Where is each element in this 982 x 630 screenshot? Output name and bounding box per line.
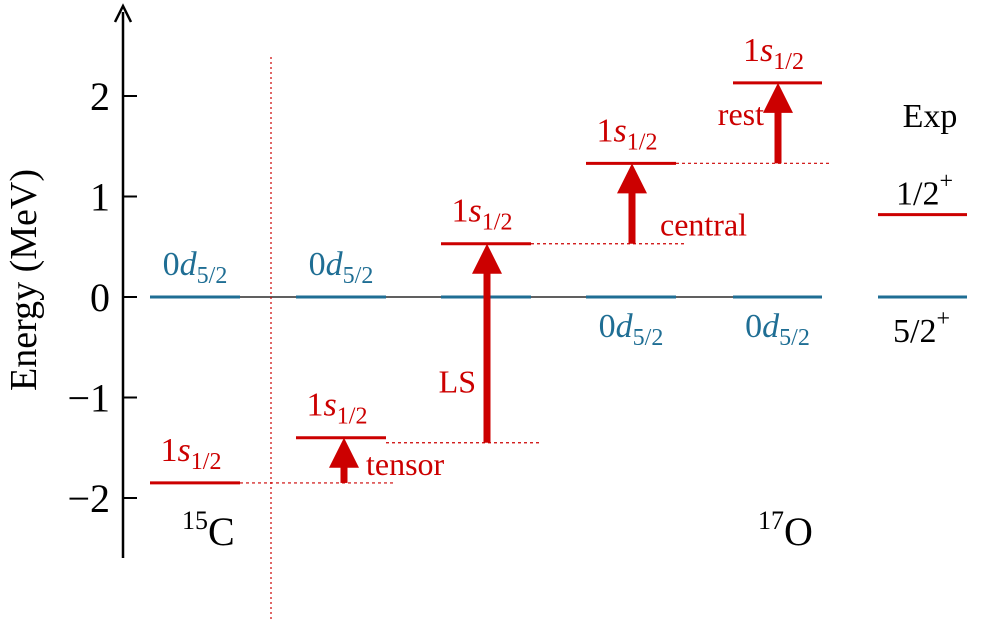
s-level-label-1: 1s1/2 <box>307 387 368 430</box>
s-level-label-3: 1s1/2 <box>597 112 658 155</box>
step-arrow-head-0 <box>329 437 359 468</box>
y-tick-label-0: 2 <box>90 74 110 119</box>
y-tick-label-4: −2 <box>67 476 110 521</box>
exp-s-spin: 1/2+ <box>896 169 953 213</box>
step-label-0: tensor <box>366 446 445 482</box>
step-arrow-shaft-3 <box>774 110 782 164</box>
step-arrow-shaft-1 <box>483 271 491 443</box>
s-level-label-4: 1s1/2 <box>743 32 804 75</box>
y-tick-label-1: 1 <box>90 175 110 220</box>
exp-d-spin: 5/2+ <box>893 306 950 350</box>
step-arrow-shaft-0 <box>340 465 348 483</box>
nucleus-label-right: 17O <box>758 506 813 554</box>
d-level-label-3: 0d5/2 <box>599 308 664 351</box>
d-level-label-0: 0d5/2 <box>163 246 228 289</box>
step-label-3: rest <box>718 96 764 132</box>
y-tick-label-3: −1 <box>67 376 110 421</box>
y-axis-label: Energy (MeV) <box>3 169 45 391</box>
s-level-label-0: 1s1/2 <box>161 432 222 475</box>
step-arrow-head-2 <box>617 163 647 194</box>
s-level-label-2: 1s1/2 <box>452 193 513 236</box>
step-arrow-shaft-2 <box>628 191 636 244</box>
nucleus-label-left: 15C <box>182 506 235 554</box>
step-label-2: central <box>660 207 747 243</box>
y-axis-arrow <box>113 3 133 23</box>
exp-header: Exp <box>903 98 958 135</box>
step-label-1: LS <box>439 363 476 399</box>
step-arrow-head-1 <box>472 243 502 274</box>
d-level-label-1: 0d5/2 <box>309 246 374 289</box>
y-tick-label-2: 0 <box>90 275 110 320</box>
d-level-label-4: 0d5/2 <box>745 308 810 351</box>
step-arrow-head-3 <box>763 82 793 113</box>
